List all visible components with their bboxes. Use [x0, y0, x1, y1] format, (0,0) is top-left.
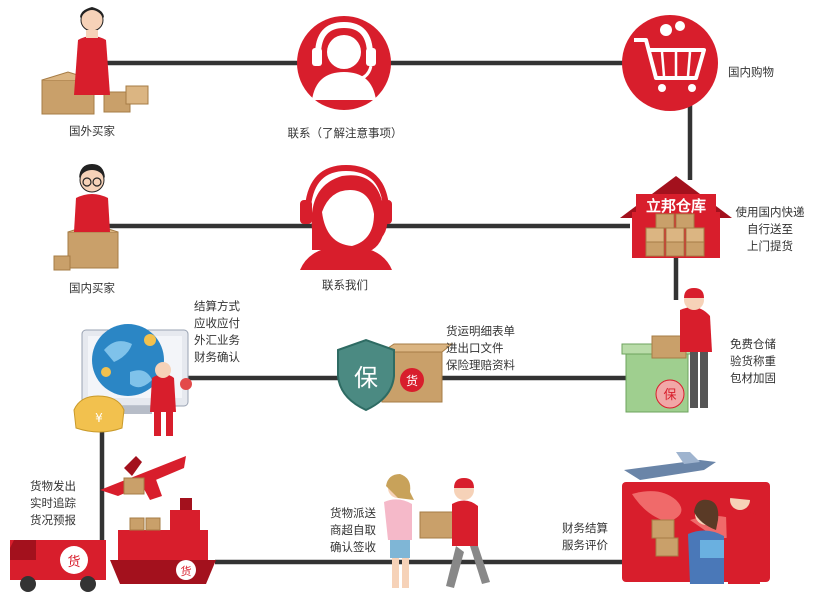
review-item: 财务结算 [562, 521, 608, 535]
review-item: 服务评价 [562, 538, 608, 552]
insurance-box-text: 货 [406, 373, 418, 388]
shipping-item: 实时追踪 [30, 496, 76, 510]
warehouse-sign: 立邦仓库 [646, 197, 706, 215]
settlement-item: 外汇业务 [194, 333, 240, 347]
shipping-item: 货况预报 [30, 513, 76, 527]
svg-text:¥: ¥ [95, 411, 103, 425]
settlement-item: 应收应付 [194, 316, 240, 330]
settlement-items: 结算方式 应收应付 外汇业务 财务确认 [194, 298, 240, 366]
globe-finance-icon: ¥ [73, 324, 192, 436]
insurance-shield-icon: 货 保 [337, 338, 454, 412]
review-items: 财务结算 服务评价 [562, 520, 608, 554]
insurance-shield-text: 保 [354, 364, 378, 392]
shipping-item: 货物发出 [30, 479, 76, 493]
headset-icon [297, 16, 391, 110]
transport-icon: 货 货 [10, 456, 216, 592]
storage-badge: 保 [663, 388, 676, 403]
service-review-icon [622, 452, 770, 584]
delivery-item: 商超自取 [330, 523, 376, 537]
warehouse-options: 使用国内快递 自行送至 上门提货 [730, 204, 810, 255]
settlement-item: 结算方式 [194, 299, 240, 313]
shipping-items: 货物发出 实时追踪 货况预报 [30, 478, 76, 529]
storage-service: 包材加固 [730, 371, 776, 385]
warehouse-option: 使用国内快递 [735, 205, 805, 219]
storage-service: 免费仓储 [730, 337, 776, 351]
insurance-document: 货运明细表单 [446, 324, 515, 338]
storage-services: 免费仓储 验货称重 包材加固 [730, 336, 776, 387]
ship-text: 货 [181, 564, 192, 578]
insurance-document: 保险理赔资料 [446, 358, 515, 372]
shopping-cart-icon [622, 15, 718, 111]
storage-service: 验货称重 [730, 354, 776, 368]
insurance-document: 进出口文件 [446, 341, 504, 355]
packing-worker-icon: 保 [621, 288, 712, 413]
delivery-item: 货物派送 [330, 506, 376, 520]
truck-text: 货 [67, 554, 80, 570]
insurance-documents: 货运明细表单 进出口文件 保险理赔资料 [446, 323, 515, 374]
warehouse-option: 自行送至 [747, 222, 793, 236]
delivery-handover-icon [384, 474, 490, 588]
warehouse-option: 上门提货 [747, 239, 793, 253]
contact-us-label: 联系我们 [322, 278, 368, 292]
foreign-buyer-icon [41, 7, 149, 115]
delivery-items: 货物派送 商超自取 确认签收 [330, 505, 376, 556]
domestic-buyer-icon [53, 164, 119, 271]
foreign-buyer-label: 国外买家 [69, 124, 115, 138]
warehouse-icon: 立邦仓库 [620, 176, 732, 258]
domestic-shopping-label: 国内购物 [728, 65, 774, 79]
contact-notes-label: 联系（了解注意事项） [287, 126, 403, 140]
domestic-buyer-label: 国内买家 [69, 281, 115, 295]
delivery-item: 确认签收 [330, 540, 376, 554]
customer-service-icon [300, 164, 392, 270]
settlement-item: 财务确认 [194, 350, 240, 364]
